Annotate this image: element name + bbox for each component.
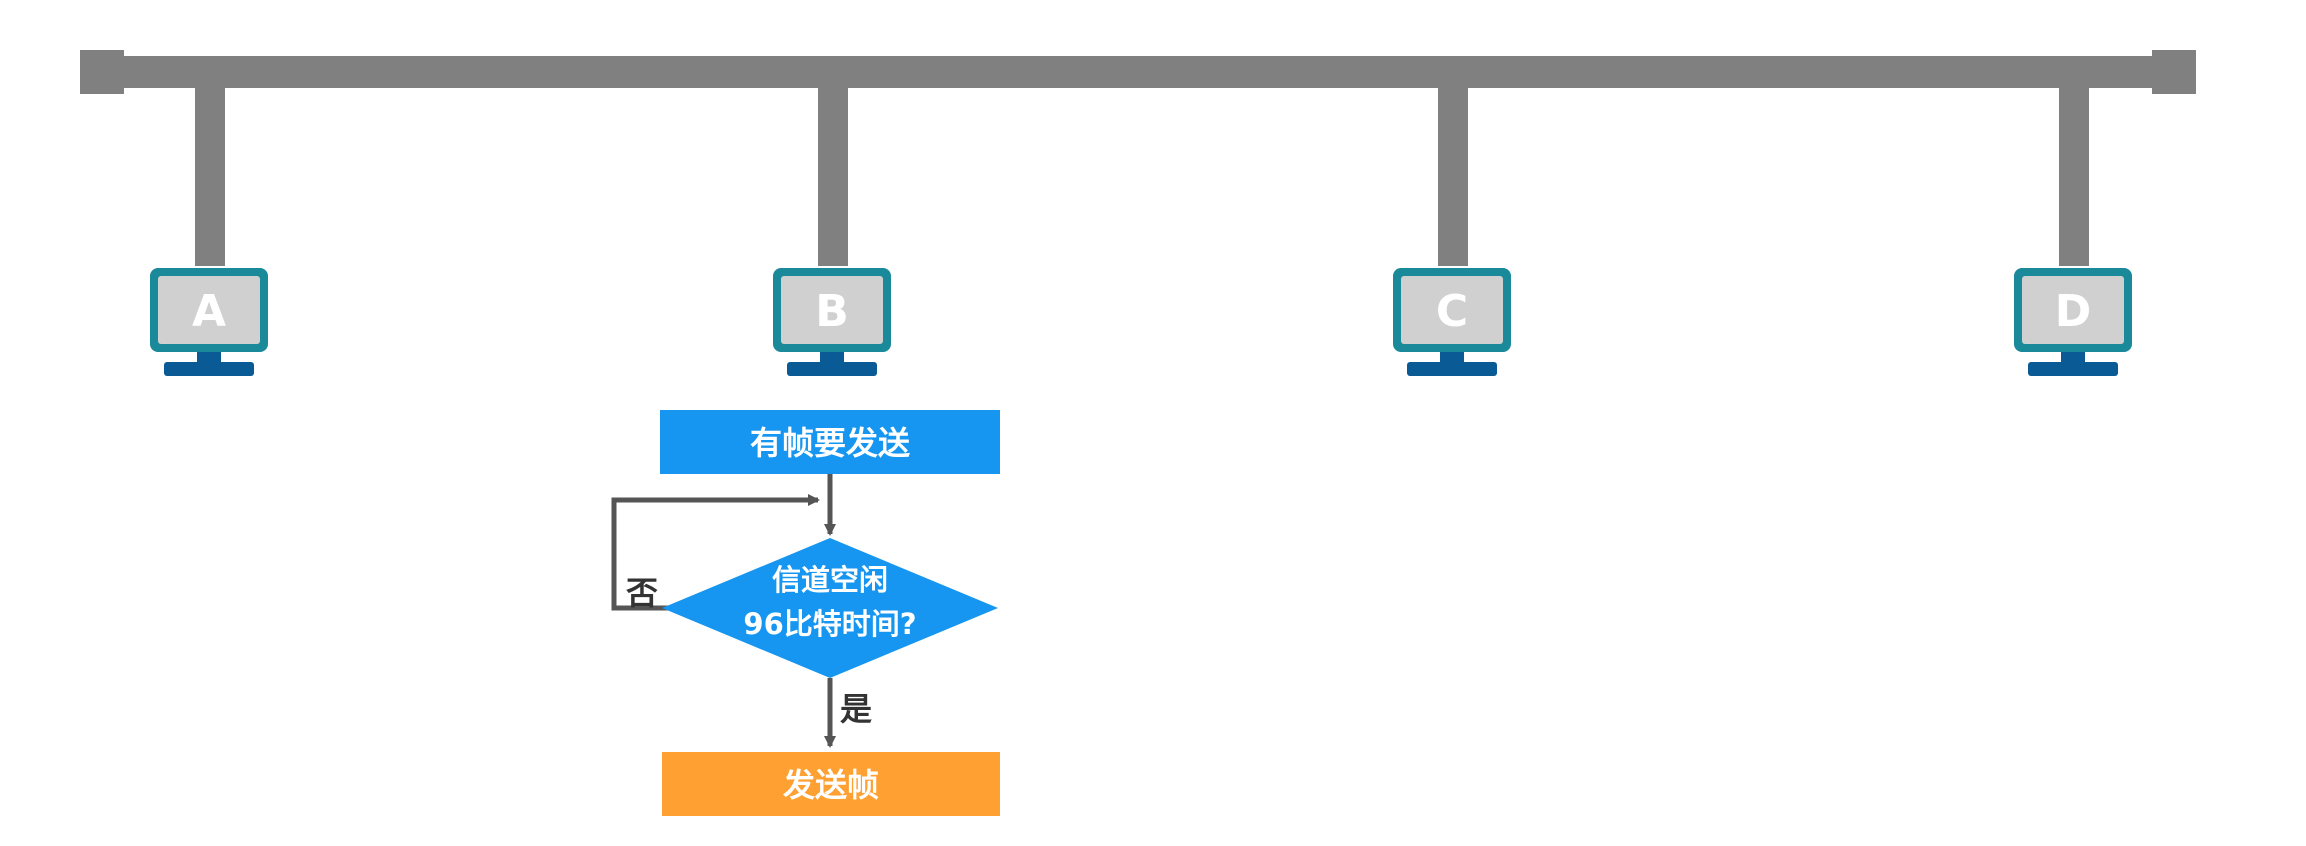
station-label-d: D <box>2055 286 2092 337</box>
monitor-screen-b <box>781 276 883 344</box>
bus-terminator-left <box>80 50 124 94</box>
monitor-screen-c <box>1401 276 1503 344</box>
station-d: D <box>2014 86 2132 376</box>
drop-cable-b <box>818 86 848 266</box>
station-c: C <box>1393 86 1511 376</box>
start-box <box>660 410 1000 474</box>
csma-flowchart: 有帧要发送 信道空闲 96比特时间? 否 是 发送帧 <box>611 410 1000 816</box>
monitor-base-c <box>1407 362 1497 376</box>
start-box-label: 有帧要发送 <box>750 424 910 462</box>
end-box-label: 发送帧 <box>783 766 879 804</box>
monitor-base-b <box>787 362 877 376</box>
station-a: A <box>150 86 268 376</box>
monitor-neck-b <box>820 352 844 362</box>
station-b: B <box>773 86 891 376</box>
drop-cable-d <box>2059 86 2089 266</box>
station-label-a: A <box>192 286 226 337</box>
monitor-base-a <box>164 362 254 376</box>
loop-back-arrow <box>611 494 820 611</box>
ethernet-bus <box>80 50 2196 94</box>
end-box <box>662 752 1000 816</box>
yes-label: 是 <box>840 690 872 728</box>
bus-line <box>80 56 2190 88</box>
monitor-screen-d <box>2022 276 2124 344</box>
no-label: 否 <box>626 574 658 612</box>
monitor-base-d <box>2028 362 2118 376</box>
station-label-c: C <box>1436 286 1468 337</box>
monitor-neck-d <box>2061 352 2085 362</box>
decision-label-line2: 96比特时间? <box>743 607 916 641</box>
decision-diamond <box>662 538 998 678</box>
monitor-neck-a <box>197 352 221 362</box>
drop-cable-c <box>1438 86 1468 266</box>
bus-terminator-right <box>2152 50 2196 94</box>
decision-label-line1: 信道空闲 <box>772 563 888 597</box>
station-label-b: B <box>815 286 849 337</box>
monitor-neck-c <box>1440 352 1464 362</box>
drop-cable-a <box>195 86 225 266</box>
monitor-screen-a <box>158 276 260 344</box>
